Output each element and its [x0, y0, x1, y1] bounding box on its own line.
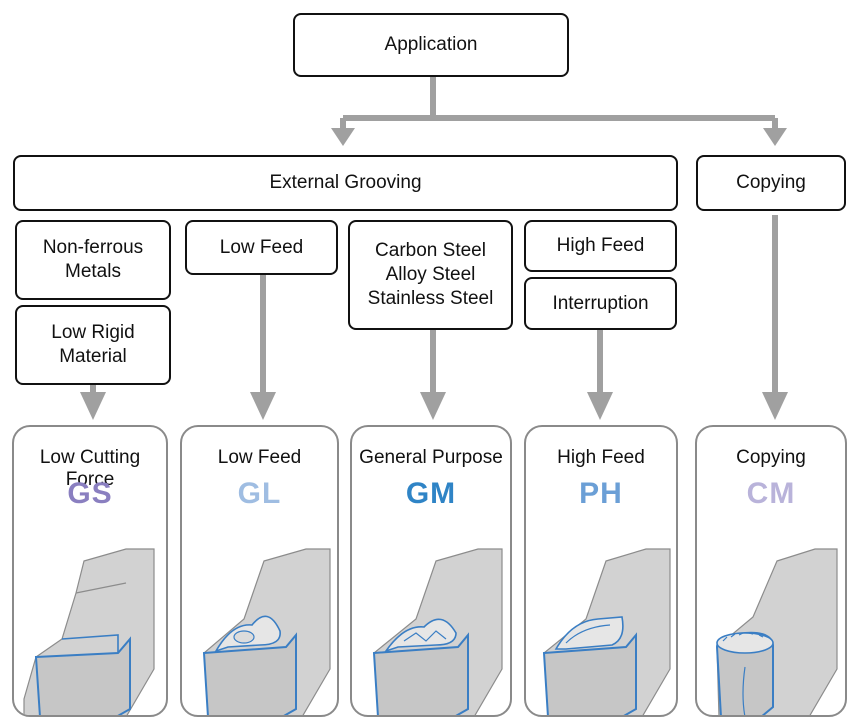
external-grooving-box: External Grooving: [13, 155, 678, 211]
insert-code: GS: [67, 477, 113, 510]
insert-code: GM: [405, 477, 457, 510]
non-ferrous-box: Non-ferrous Metals: [15, 220, 171, 300]
gl-insert-image: [202, 548, 331, 715]
arrowhead-cm: [762, 392, 788, 420]
arrowhead-copying: [763, 128, 787, 146]
insert-title: General Purpose: [359, 447, 503, 468]
low-rigid-box: Low Rigid Material: [15, 305, 171, 385]
insert-code: CM: [746, 477, 796, 510]
root-branch: [340, 77, 778, 128]
insert-title: Low Feed: [217, 447, 302, 468]
insert-title: High Feed: [557, 447, 645, 468]
arrowhead-external: [331, 128, 355, 146]
insert-card-gs: Low Cutting Force GS: [12, 425, 168, 717]
arrowhead-gs: [80, 392, 106, 420]
insert-code: GL: [237, 477, 282, 510]
insert-card-gm: General Purpose GM: [350, 425, 512, 717]
arrowhead-gl: [250, 392, 276, 420]
arrowhead-gm: [420, 392, 446, 420]
high-feed-condition-box: High Feed: [524, 220, 677, 272]
insert-code: PH: [579, 477, 623, 510]
ph-insert-image: [542, 548, 671, 715]
application-box: Application: [293, 13, 569, 77]
gs-insert-image: [23, 548, 155, 715]
gm-insert-image: [372, 548, 503, 715]
steels-box: Carbon Steel Alloy Steel Stainless Steel: [348, 220, 513, 330]
insert-card-ph: High Feed PH: [524, 425, 678, 717]
low-feed-condition-box: Low Feed: [185, 220, 338, 275]
insert-title: Copying: [736, 447, 806, 468]
cm-insert-image: [715, 548, 838, 715]
copying-box: Copying: [696, 155, 846, 211]
insert-card-gl: Low Feed GL: [180, 425, 339, 717]
interruption-box: Interruption: [524, 277, 677, 330]
arrowhead-ph: [587, 392, 613, 420]
insert-title: Low Cutting Force: [39, 447, 141, 490]
insert-card-cm: Copying CM: [695, 425, 847, 717]
